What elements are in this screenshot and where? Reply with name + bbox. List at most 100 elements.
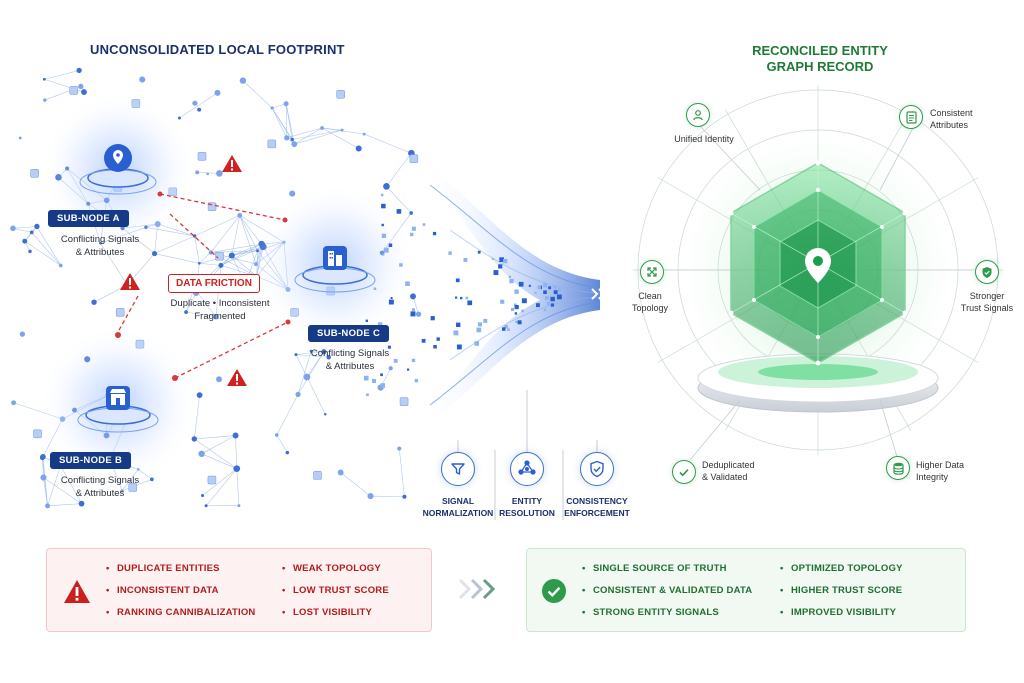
network-node (58, 263, 63, 268)
data-particle (476, 327, 482, 333)
stage-signal-normalization: SIGNAL NORMALIZATION (418, 495, 498, 519)
data-particle (380, 373, 383, 377)
network-edge (12, 228, 32, 233)
network-node (120, 489, 124, 493)
network-node (29, 230, 34, 235)
data-particle (550, 303, 555, 307)
sub-node-b-platform (77, 405, 159, 433)
data-particle (410, 311, 416, 317)
data-particle (543, 283, 548, 288)
network-node (195, 170, 200, 175)
stage-entity-resolution: ENTITY RESOLUTION (487, 495, 567, 519)
network-edge (370, 495, 405, 498)
data-particle (550, 296, 555, 302)
friction-points (115, 191, 291, 381)
network-node (324, 413, 327, 416)
sub-node-b-caption: Conflicting Signals & Attributes (40, 474, 160, 500)
data-particle (432, 231, 437, 236)
network-node (78, 500, 85, 507)
data-particle (456, 322, 461, 327)
network-cube (69, 86, 79, 95)
outcomes-panel: SINGLE SOURCE OF TRUTH CONSISTENT & VALI… (526, 548, 966, 632)
network-node (18, 136, 22, 140)
network-node (81, 89, 87, 95)
data-particle (474, 341, 479, 346)
network-edge (220, 243, 262, 266)
data-particle (509, 278, 514, 284)
data-particle (504, 324, 508, 329)
data-particle (536, 303, 540, 308)
problem-item: LOW TRUST SCORE (282, 585, 389, 596)
data-particle (388, 299, 394, 305)
data-particle (399, 263, 403, 267)
network-node (151, 250, 158, 257)
network-node (43, 98, 47, 102)
feature-consistent-attributes: Consistent Attributes (930, 107, 1010, 131)
data-particle (528, 284, 531, 287)
data-particle (483, 318, 488, 323)
data-particle (411, 308, 415, 312)
network-cube (215, 251, 224, 261)
network-node (285, 450, 290, 455)
network-edge (12, 226, 37, 229)
stage-line: ENTITY (511, 496, 543, 506)
network-edge (24, 240, 61, 266)
network-edge (42, 457, 48, 506)
data-particle (366, 393, 369, 397)
network-node (232, 432, 239, 439)
network-edge (231, 215, 241, 256)
feature-line: Topology (631, 303, 669, 313)
shield-icon (975, 260, 999, 284)
storefront-icon (106, 386, 130, 410)
network-node (192, 100, 198, 106)
network-node (139, 76, 146, 83)
feature-unified-identity: Unified Identity (674, 134, 734, 144)
network-node (409, 211, 413, 215)
network-edge (271, 107, 287, 138)
network-edge (47, 465, 61, 506)
network-node (383, 183, 390, 190)
data-particle (448, 251, 452, 255)
network-edge (297, 351, 325, 395)
data-particle (396, 209, 402, 214)
stage-line: RESOLUTION (499, 508, 555, 518)
data-particle (422, 223, 426, 226)
network-node (78, 83, 84, 90)
stage-line: ENFORCEMENT (564, 508, 630, 518)
network-edge (194, 215, 240, 237)
network-edge (364, 133, 412, 154)
network-node (196, 392, 203, 398)
network-node (197, 107, 202, 112)
network-edge (271, 107, 295, 145)
network-node (291, 141, 298, 148)
network-edge (199, 252, 211, 264)
network-node (402, 494, 407, 499)
data-particles (361, 193, 562, 397)
network-node (191, 436, 198, 442)
network-node (216, 376, 222, 383)
network-node (355, 145, 362, 152)
sub-node-c-caption: Conflicting Signals & Attributes (290, 347, 410, 373)
data-particle (557, 294, 562, 300)
stage-line: CONSISTENCY (566, 496, 628, 506)
data-particle (508, 275, 511, 279)
data-particle (543, 290, 547, 294)
network-node (197, 261, 201, 265)
network-edge (340, 472, 371, 497)
data-particle (514, 303, 517, 307)
problem-item: LOST VISIBILITY (282, 607, 372, 618)
feature-line: Attributes (930, 120, 969, 130)
network-edge (398, 448, 405, 497)
network-cube (336, 90, 345, 99)
data-particle (467, 300, 473, 306)
consolidation-funnel (420, 160, 601, 430)
network-node (19, 331, 26, 337)
network-cube (115, 307, 125, 317)
network-edge (412, 296, 419, 315)
network-node (397, 446, 402, 451)
network-node (388, 366, 393, 371)
network-node (22, 238, 28, 244)
network-edge (202, 468, 237, 496)
data-particle (517, 320, 522, 325)
network-edge (179, 92, 218, 119)
